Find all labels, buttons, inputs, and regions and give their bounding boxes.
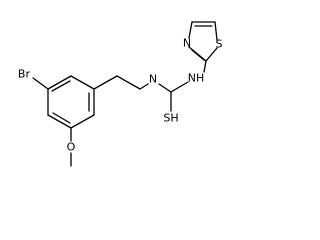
thiourea-bond (158, 83, 172, 93)
thiourea-bond (170, 81, 189, 93)
benzene-ring (47, 75, 95, 129)
amine-bond (139, 83, 149, 90)
ring-bond (188, 21, 193, 39)
ring-double-bond (191, 49, 205, 61)
thioamide-nh-label: NH (188, 72, 205, 85)
thiazole-nitrogen-label: N (183, 37, 191, 50)
thiazole-link-bond (203, 60, 207, 73)
ethyl-bond (116, 75, 141, 90)
ring-double-bond (51, 80, 71, 92)
bromo-bond (32, 77, 49, 90)
ethyl-bond (93, 75, 118, 90)
ring-bond (70, 114, 95, 129)
thiol-label: SH (163, 112, 178, 125)
ring-double-bond (52, 112, 71, 124)
ring-bond (47, 114, 72, 129)
amine-nitrogen-label: N (149, 73, 157, 86)
ring-bond (47, 75, 72, 90)
ring-bond (70, 75, 95, 90)
structure-diagram: Br O N NH SH N S (18, 21, 223, 167)
thiazole-ring (188, 21, 218, 73)
ring-bond (214, 21, 218, 41)
bromine-label: Br (18, 68, 31, 81)
ring-bond (205, 47, 218, 62)
methoxy-oxygen-label: O (67, 141, 76, 154)
thiazole-sulfur-label: S (216, 38, 223, 51)
